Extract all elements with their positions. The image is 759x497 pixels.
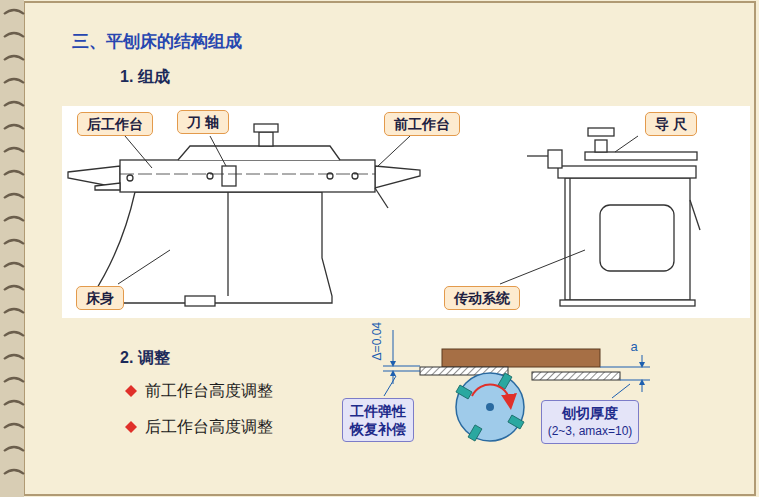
bullet-text: 后工作台高度调整 — [145, 417, 273, 436]
callout-box: 刨切厚度(2~3, amax=10) — [541, 400, 640, 444]
node-text: 后工作台 — [87, 115, 143, 133]
bullet-text: 前工作台高度调整 — [145, 381, 273, 400]
node-subtext: (2~3, amax=10) — [548, 422, 633, 440]
dimension-label: a — [630, 339, 637, 355]
section-heading: 1. 组成 — [120, 67, 170, 86]
part-label: 床身 — [76, 286, 124, 310]
node-text: 传动系统 — [454, 289, 510, 307]
node-text: 床身 — [86, 289, 114, 307]
dimension-label: Δ=0.04 — [370, 322, 384, 360]
callout-box: 工件弹性恢复补偿 — [342, 398, 413, 442]
part-label: 刀 轴 — [177, 110, 229, 134]
node-text: 导 尺 — [655, 115, 687, 133]
node-text: 刨切厚度 — [548, 404, 633, 422]
part-label: 前工作台 — [384, 112, 460, 136]
part-label: 导 尺 — [645, 112, 697, 136]
node-text: 前工作台 — [394, 115, 450, 133]
section-heading: 2. 调整 — [120, 348, 170, 367]
node-text: 工件弹性恢复补偿 — [349, 402, 406, 438]
node-text: 刀 轴 — [187, 113, 219, 131]
part-label: 传动系统 — [444, 286, 520, 310]
part-label: 后工作台 — [77, 112, 153, 136]
slide-title: 三、平刨床的结构组成 — [72, 30, 242, 53]
